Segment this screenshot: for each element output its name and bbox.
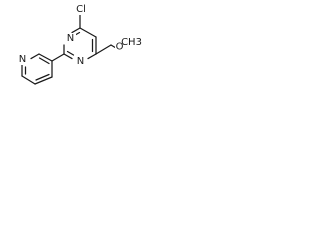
bond-n3-c4 [71,27,81,34]
bond-py-c3-c2-inner [38,57,50,65]
methyl-label: CH3 [121,37,142,48]
bond-py-c2-n1 [30,53,40,60]
bond-c6-ch2 [95,44,112,55]
oxygen-label: O [116,42,124,53]
nitrogen-pyridine-label: N [19,54,26,65]
bond-c2-pyridyl [51,53,65,62]
pyridine-ring [21,53,53,85]
bond-py-c5-c4-inner [35,73,50,81]
chemical-structure-diagram: Cl N N N O CH3 [18,4,142,85]
atom-nitrogen-upper: N [66,33,76,44]
bond-n1-c2 [63,53,73,60]
atom-methyl: CH3 [121,37,142,48]
nitrogen-lower-label: N [77,56,84,67]
bond-c4-c5 [79,27,97,38]
atom-nitrogen-pyridine: N [18,54,28,65]
bond-py-c6-c5 [21,75,36,85]
bond-n1-c2-inner [66,50,75,56]
atom-chlorine: Cl [73,4,89,15]
nitrogen-upper-label: N [67,33,74,44]
atom-nitrogen-lower: N [76,56,86,67]
pyrimidine-ring [63,27,97,60]
atom-oxygen: O [115,41,124,53]
bond-c6-n1 [87,53,97,60]
chlorine-label: Cl [76,4,86,15]
bond-py-c3-c2 [38,53,53,62]
bond-py-c5-c4 [34,76,53,85]
